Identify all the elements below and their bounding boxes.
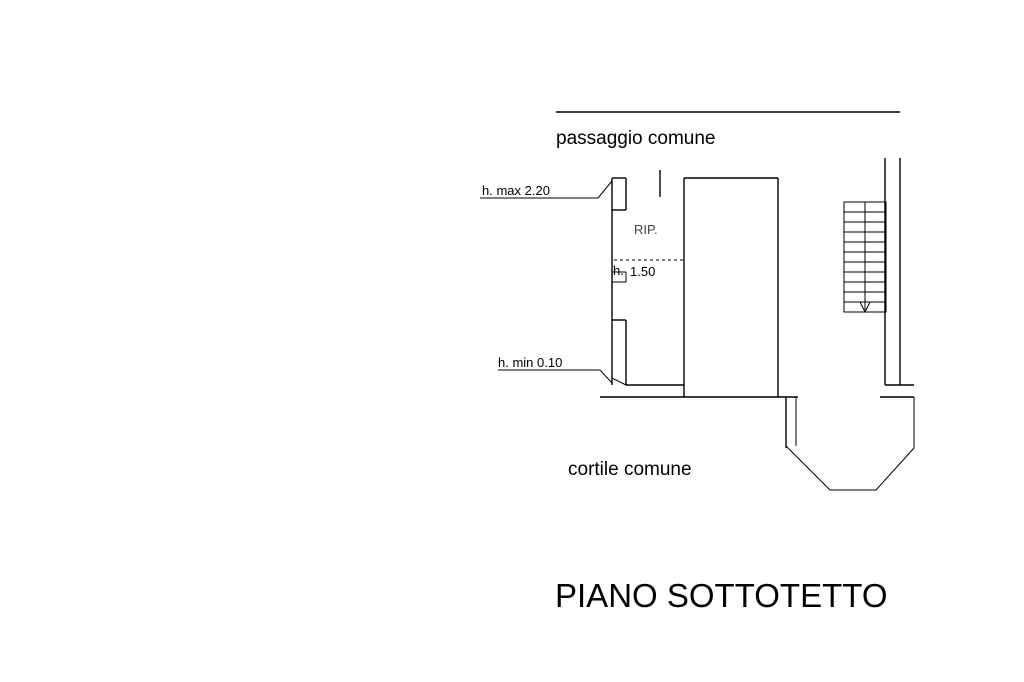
courtyard-label: cortile comune <box>568 459 692 480</box>
stair-shaft <box>880 158 914 398</box>
bay-window <box>785 397 915 491</box>
height-mid-value: 1.50 <box>630 264 655 279</box>
room-label: RIP. <box>634 222 658 237</box>
passage-label: passaggio comune <box>556 128 716 149</box>
storage-room <box>611 170 685 397</box>
plan-title: PIANO SOTTOTETTO <box>555 577 887 614</box>
height-max-label: h. max 2.20 <box>482 183 550 198</box>
stair-arrow-icon <box>859 301 871 314</box>
staircase <box>843 201 887 314</box>
central-block <box>600 177 798 398</box>
height-mid-prefix: h. <box>613 263 624 278</box>
height-min-label: h. min 0.10 <box>498 355 562 370</box>
